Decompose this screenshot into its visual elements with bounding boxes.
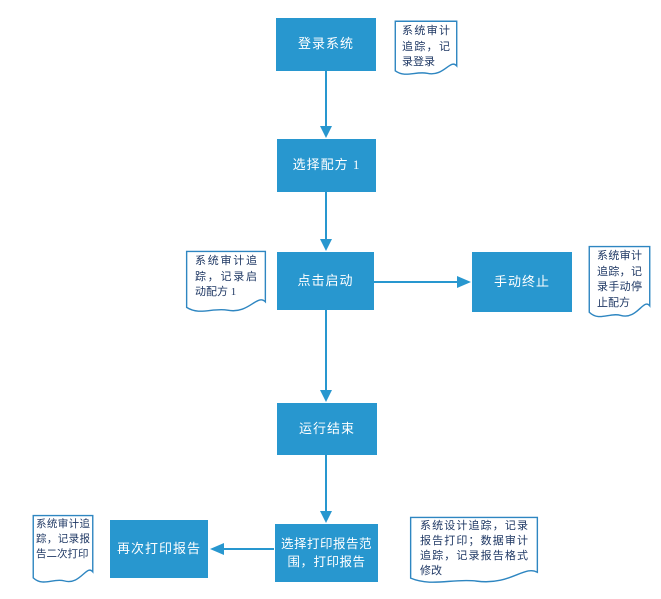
arrow-login-to-select (320, 71, 332, 138)
annotation-text: 系统审计追踪，记录登录 (402, 25, 450, 69)
annotation-start-audit: 系统审计追踪，记录启动配方 1 (185, 250, 267, 320)
annotation-text: 系统审计追踪，记录启动配方 1 (195, 255, 257, 299)
annotation-login-audit: 系统审计追踪，记录登录 (394, 20, 458, 82)
arrow-start-to-run-end (320, 310, 332, 402)
node-click-start: 点击启动 (277, 252, 374, 310)
annotation-manual-stop-audit: 系统审计追踪，记录手动停止配方 (588, 245, 651, 325)
annotation-print-audit: 系统设计追踪，记录报告打印；数据审计追踪，记录报告格式修改 (408, 516, 540, 590)
annotation-text: 系统审计追踪，记录报告二次打印 (36, 519, 90, 560)
document-shape-icon (32, 514, 94, 590)
arrow-print-to-reprint (210, 543, 274, 555)
document-shape-icon (185, 250, 267, 320)
document-shape-icon (408, 516, 540, 590)
annotation-text: 系统审计追踪，记录手动停止配方 (597, 250, 642, 309)
node-select-recipe: 选择配方 1 (277, 139, 376, 192)
node-print-report: 选择打印报告范围，打印报告 (275, 524, 378, 582)
annotation-reprint-audit: 系统审计追踪，记录报告二次打印 (32, 514, 94, 590)
arrow-select-to-start (320, 192, 332, 251)
node-login-system: 登录系统 (276, 18, 376, 71)
arrow-run-end-to-print (320, 455, 332, 523)
document-shape-icon (588, 245, 651, 325)
document-shape-icon (394, 20, 458, 82)
node-run-end: 运行结束 (277, 403, 377, 455)
node-manual-stop: 手动终止 (472, 252, 572, 312)
arrow-start-to-manual-stop (374, 276, 471, 288)
annotation-text: 系统设计追踪，记录报告打印；数据审计追踪，记录报告格式修改 (420, 520, 528, 577)
node-reprint-report: 再次打印报告 (110, 520, 208, 578)
